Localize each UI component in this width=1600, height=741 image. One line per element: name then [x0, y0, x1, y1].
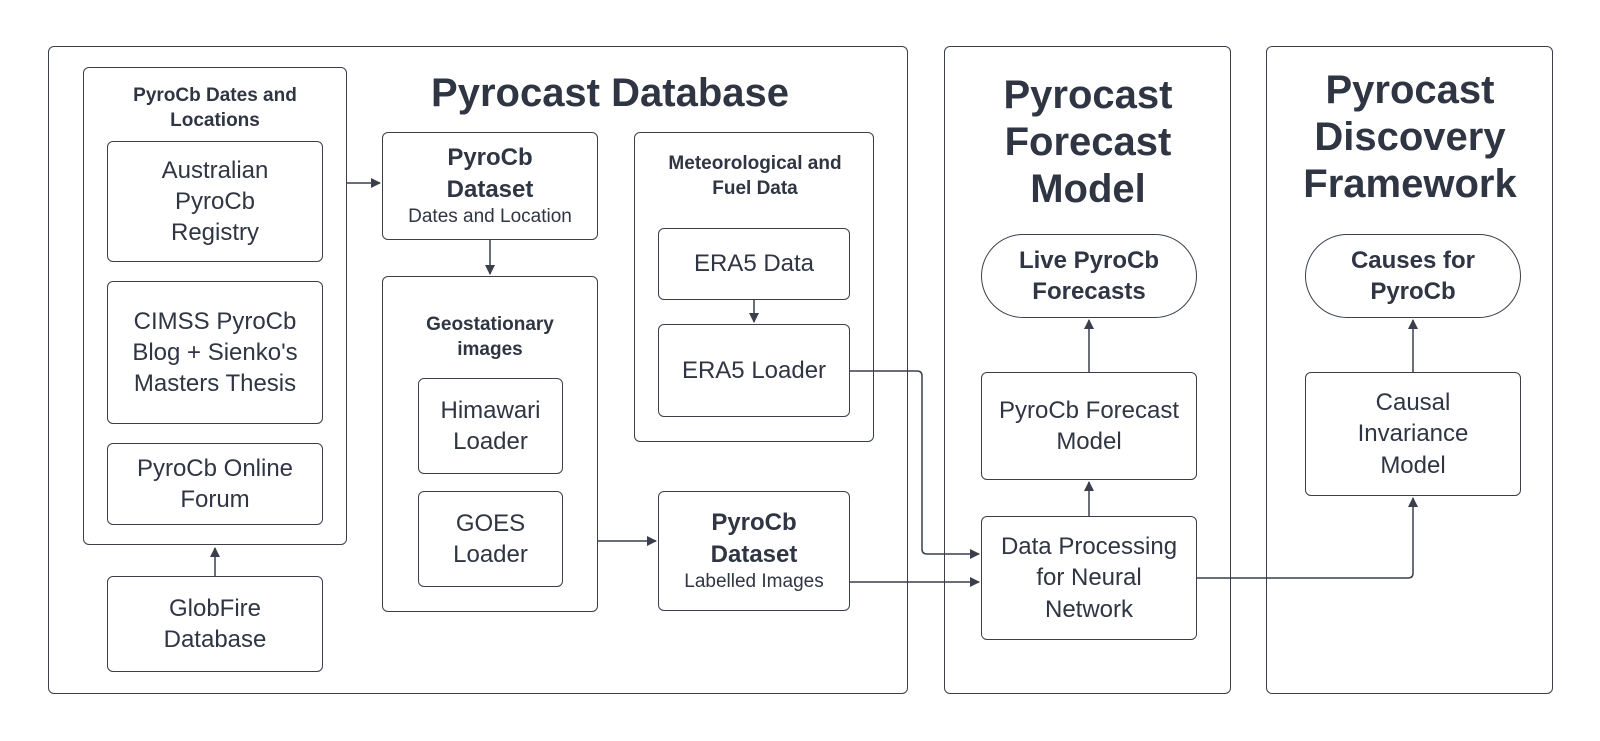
himawari-loader-box: Himawari Loader — [418, 378, 563, 474]
live-pyrocb-forecasts-label: Live PyroCb Forecasts — [1018, 246, 1160, 305]
causes-for-pyrocb-label: Causes for PyroCb — [1350, 246, 1476, 305]
era5-data-box: ERA5 Data — [658, 228, 850, 300]
pyrocb-dataset-images-title: PyroCb Dataset — [710, 509, 798, 568]
pyrocb-dataset-dates-title: PyroCb Dataset — [446, 144, 534, 203]
goes-loader-box: GOES Loader — [418, 491, 563, 587]
globfire-database-label: GlobFire Database — [163, 594, 267, 653]
meteorological-fuel-data-title: Meteorological and Fuel Data — [668, 153, 842, 199]
causal-invariance-model-box: Causal Invariance Model — [1305, 372, 1521, 496]
era5-loader-box: ERA5 Loader — [658, 324, 850, 417]
himawari-loader-label: Himawari Loader — [440, 396, 541, 455]
pyrocb-dataset-images-box: PyroCb Dataset Labelled Images — [658, 491, 850, 611]
data-processing-box: Data Processing for Neural Network — [981, 516, 1197, 640]
pyrocb-dataset-dates-subtitle: Dates and Location — [408, 205, 572, 227]
globfire-database-box: GlobFire Database — [107, 576, 323, 672]
era5-loader-label: ERA5 Loader — [681, 356, 827, 384]
pyrocast-discovery-framework-title: Pyrocast Discovery Framework — [1303, 68, 1517, 207]
pyrocast-forecast-model-title: Pyrocast Forecast Model — [1003, 73, 1173, 212]
causes-for-pyrocb-terminal: Causes for PyroCb — [1305, 234, 1521, 318]
causal-invariance-model-label: Causal Invariance Model — [1357, 389, 1469, 479]
pyrocb-online-forum-box: PyroCb Online Forum — [107, 443, 323, 525]
geostationary-images-title: Geostationary images — [426, 314, 554, 360]
pyrocb-online-forum-label: PyroCb Online Forum — [136, 454, 294, 513]
era5-data-label: ERA5 Data — [693, 250, 815, 278]
australian-pyrocb-registry-box: Australian PyroCb Registry — [107, 141, 323, 262]
pyrocb-dataset-images-subtitle: Labelled Images — [684, 570, 824, 592]
pyrocb-dataset-dates-box: PyroCb Dataset Dates and Location — [382, 132, 598, 240]
pyrocb-forecast-model-label: PyroCb Forecast Model — [998, 396, 1180, 455]
data-processing-label: Data Processing for Neural Network — [1000, 533, 1178, 623]
pyrocast-database-title: Pyrocast Database — [431, 71, 789, 115]
australian-pyrocb-registry-label: Australian PyroCb Registry — [161, 156, 269, 247]
pyrocast-discovery-framework-panel — [1266, 46, 1553, 694]
live-pyrocb-forecasts-terminal: Live PyroCb Forecasts — [981, 234, 1197, 318]
pyrocb-dates-locations-title: PyroCb Dates and Locations — [133, 85, 297, 131]
goes-loader-label: GOES Loader — [453, 509, 528, 568]
cimss-pyrocb-blog-box: CIMSS PyroCb Blog + Sienko's Masters The… — [107, 281, 323, 424]
pyrocb-forecast-model-box: PyroCb Forecast Model — [981, 372, 1197, 480]
cimss-pyrocb-blog-label: CIMSS PyroCb Blog + Sienko's Masters The… — [132, 307, 298, 398]
